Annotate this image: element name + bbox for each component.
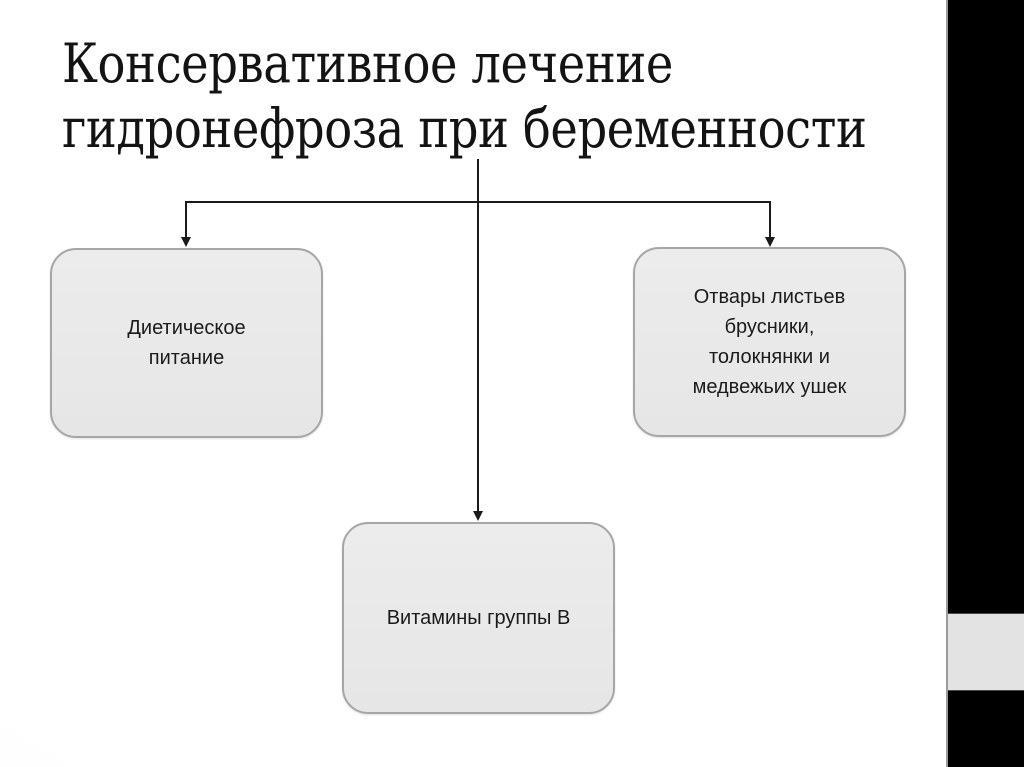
node-label: Диетическое питание xyxy=(127,317,246,369)
node-label: Витамины группы В xyxy=(386,607,571,629)
arrow-down-icon xyxy=(765,237,775,247)
frame-right-divider xyxy=(946,0,948,767)
node-label: Отвары листьев брусники, толокнянки и ме… xyxy=(692,286,847,398)
diagram-node-right: Отвары листьев брусники, толокнянки и ме… xyxy=(633,247,906,437)
frame-right-bottom xyxy=(948,691,1024,767)
diagram-node-left: Диетическое питание xyxy=(50,248,323,438)
slide-title: Консервативное лечение гидронефроза при … xyxy=(62,32,867,160)
connector-crossbar xyxy=(185,201,771,203)
connector-drop-left xyxy=(185,201,187,237)
diagram-node-bottom: Витамины группы В xyxy=(342,522,615,714)
connector-drop-right xyxy=(769,201,771,237)
arrow-down-icon xyxy=(181,237,191,247)
connector-stem xyxy=(477,159,479,511)
frame-right-top xyxy=(948,0,1024,613)
arrow-down-icon xyxy=(473,511,483,521)
frame-right-notch xyxy=(948,613,1024,691)
